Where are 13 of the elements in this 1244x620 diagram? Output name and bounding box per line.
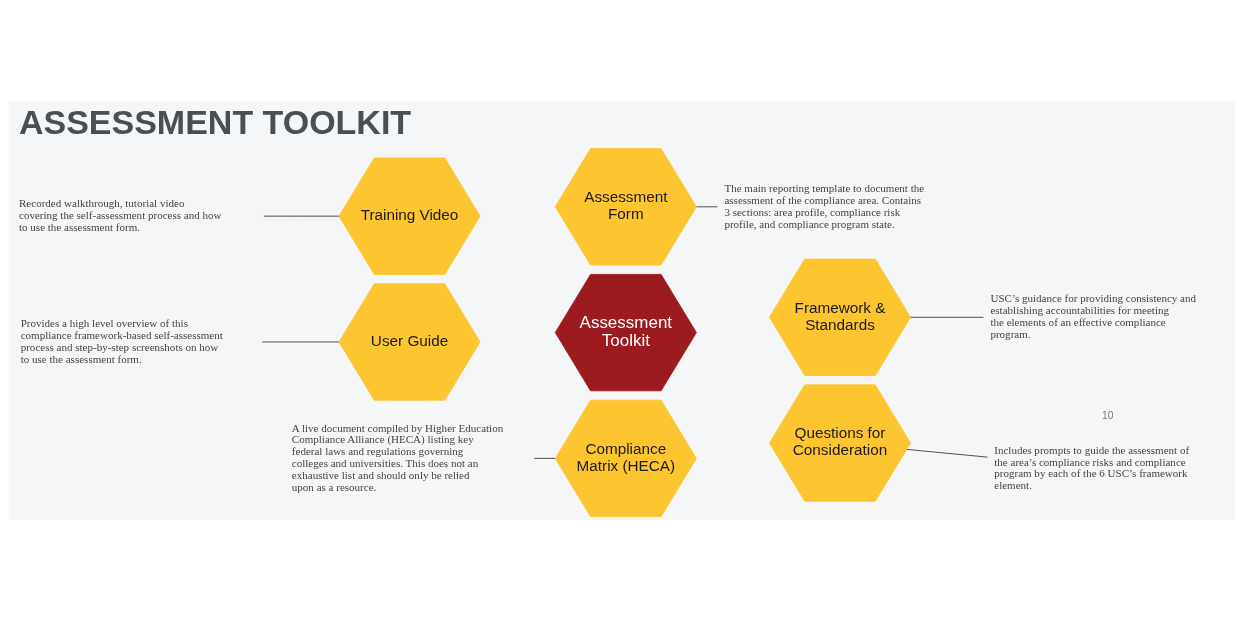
label: 10 [1102, 409, 1114, 421]
connector [910, 316, 984, 318]
node-text: Recorded walkthrough, tutorial video covering the self-assessment process and how to use the assessment form. [19, 196, 222, 233]
node-text: The main reporting template to document the assessment of the compliance area. Contains 3 sections: area profile, compliance risk profile, and compliance program state. [724, 181, 925, 230]
node-text: A live document compiled by Higher Education Compliance Alliance (HECA) listing key federal laws and regulations governing colleges and universities. This does not an exhaustive list and should only be relied upon as a resource. [291, 421, 504, 493]
node-text: Includes prompts to guide the assessment of the area’s compliance risks and compliance program by each of the 6 USC’s framework element. [994, 443, 1190, 491]
connector [533, 457, 556, 459]
connector [906, 448, 988, 458]
diagram-title: ASSESSMENT TOOLKIT [19, 102, 412, 141]
node-text: Provides a high level overview of this compliance framework-based self-assessment process and step-by-step screenshots on how to use the assessment form. [20, 316, 223, 365]
node-text: USC’s guidance for providing consistency and establishing accountabilities for meeting the elements of an effective compliance program. [990, 291, 1197, 340]
connector [696, 205, 718, 207]
connector [263, 215, 340, 217]
